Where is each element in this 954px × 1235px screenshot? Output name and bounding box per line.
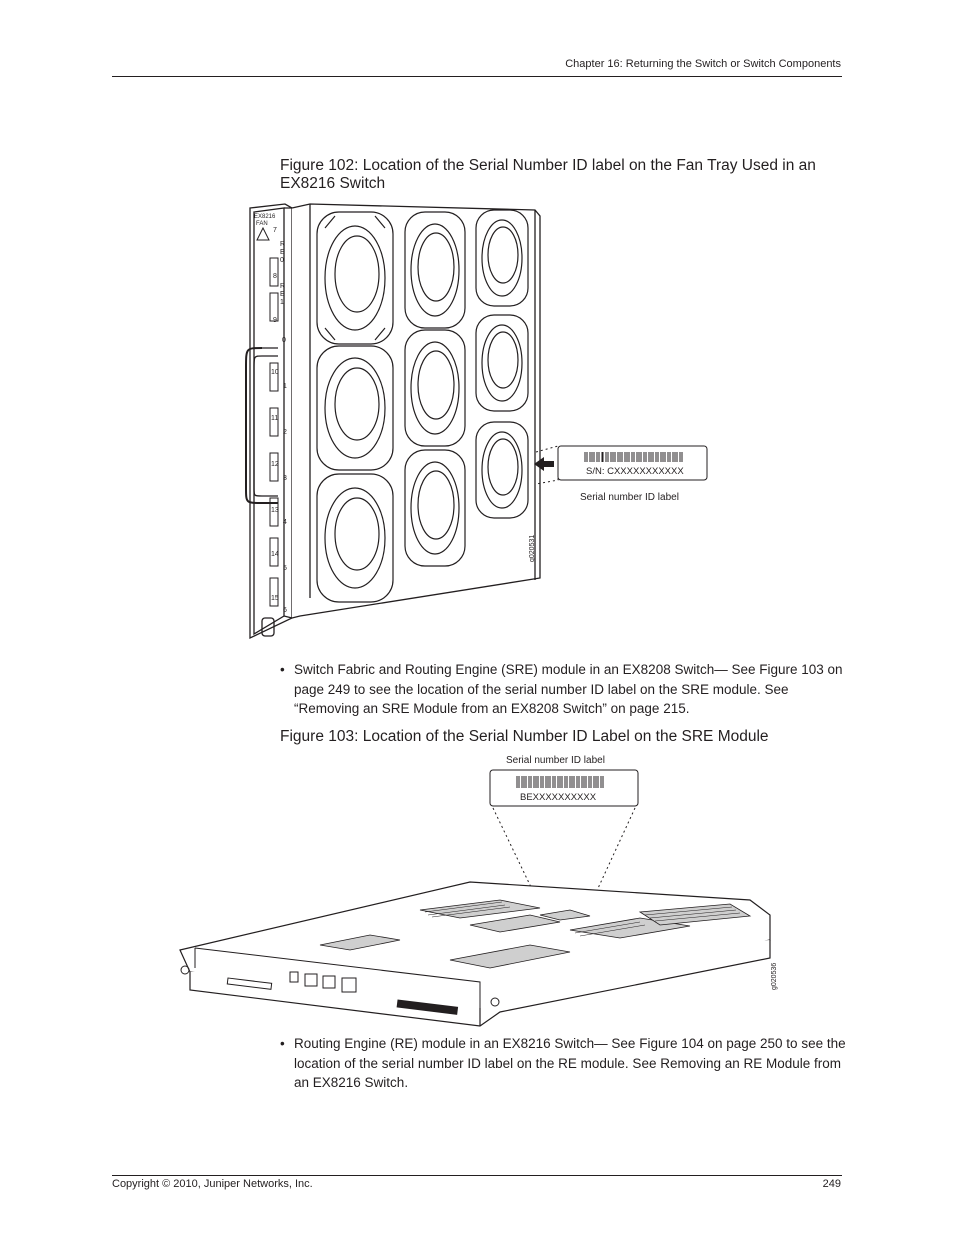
slot-number: 9 <box>273 317 277 324</box>
bullet-re-module: • Routing Engine (RE) module in an EX821… <box>280 1034 850 1093</box>
footer-copyright: Copyright © 2010, Juniper Networks, Inc. <box>112 1178 313 1190</box>
bullet-marker: • <box>280 1036 285 1051</box>
slot-number: 15 <box>271 595 279 602</box>
re-label: E <box>280 249 285 256</box>
slot-number: 7 <box>273 227 277 234</box>
callout-arrow <box>534 457 554 471</box>
fan-tray-serial-text: S/N: CXXXXXXXXXXX <box>586 466 684 477</box>
slot-number: 6 <box>283 607 287 614</box>
running-header: Chapter 16: Returning the Switch or Swit… <box>565 58 841 70</box>
slot-number: 8 <box>273 273 277 280</box>
slot-number: 1 <box>283 383 287 390</box>
panel-model-text: EX8216 <box>254 214 276 220</box>
figure-103-sre-module-illustration: Serial number ID label BEXXXXXXXXXX <box>179 755 778 1027</box>
slot-number: 12 <box>271 461 279 468</box>
panel-fan-text: FAN <box>256 221 268 227</box>
re-label: 1 <box>280 299 284 306</box>
slot-number: 2 <box>283 429 287 436</box>
bullet-sre-text: Switch Fabric and Routing Engine (SRE) m… <box>294 662 843 716</box>
slot-number: 14 <box>271 551 279 558</box>
fan-array <box>316 209 529 603</box>
header-rule <box>112 76 842 77</box>
footer-rule <box>112 1175 842 1176</box>
fan-tray-label-caption: Serial number ID label <box>580 492 679 503</box>
slot-number: 4 <box>283 519 287 526</box>
slot-number: 0 <box>282 337 286 344</box>
slot-number: 10 <box>271 369 279 376</box>
fan-tray-serial-label: S/N: CXXXXXXXXXXX <box>557 445 708 481</box>
sre-label-caption: Serial number ID label <box>506 755 605 766</box>
figure-102-fan-tray-illustration: EX8216 FAN 7 8 9 10 11 12 13 14 15 0 1 2… <box>245 203 708 640</box>
slot-number: 5 <box>283 565 287 572</box>
figure-102-caption: Figure 102: Location of the Serial Numbe… <box>280 157 816 192</box>
slot-number: 11 <box>271 415 278 422</box>
bullet-re-text: Routing Engine (RE) module in an EX8216 … <box>294 1036 846 1090</box>
slot-number: 13 <box>271 507 279 514</box>
re-label: R <box>280 241 285 248</box>
re-label: E <box>280 291 285 298</box>
figure-103-caption: Figure 103: Location of the Serial Numbe… <box>280 728 769 745</box>
graphic-id: g020536 <box>771 963 778 990</box>
slot-number: 3 <box>283 475 287 482</box>
re-label: 0 <box>280 257 284 264</box>
bullet-marker: • <box>280 662 285 677</box>
sre-serial-text: BEXXXXXXXXXX <box>520 792 597 803</box>
sre-serial-label: BEXXXXXXXXXX <box>489 769 639 807</box>
barcode <box>584 452 683 462</box>
re-label: R <box>280 283 285 290</box>
footer-page-number: 249 <box>822 1178 841 1190</box>
graphic-id: g020531 <box>529 535 536 562</box>
bullet-sre-module: • Switch Fabric and Routing Engine (SRE)… <box>280 660 850 719</box>
barcode <box>516 776 604 788</box>
